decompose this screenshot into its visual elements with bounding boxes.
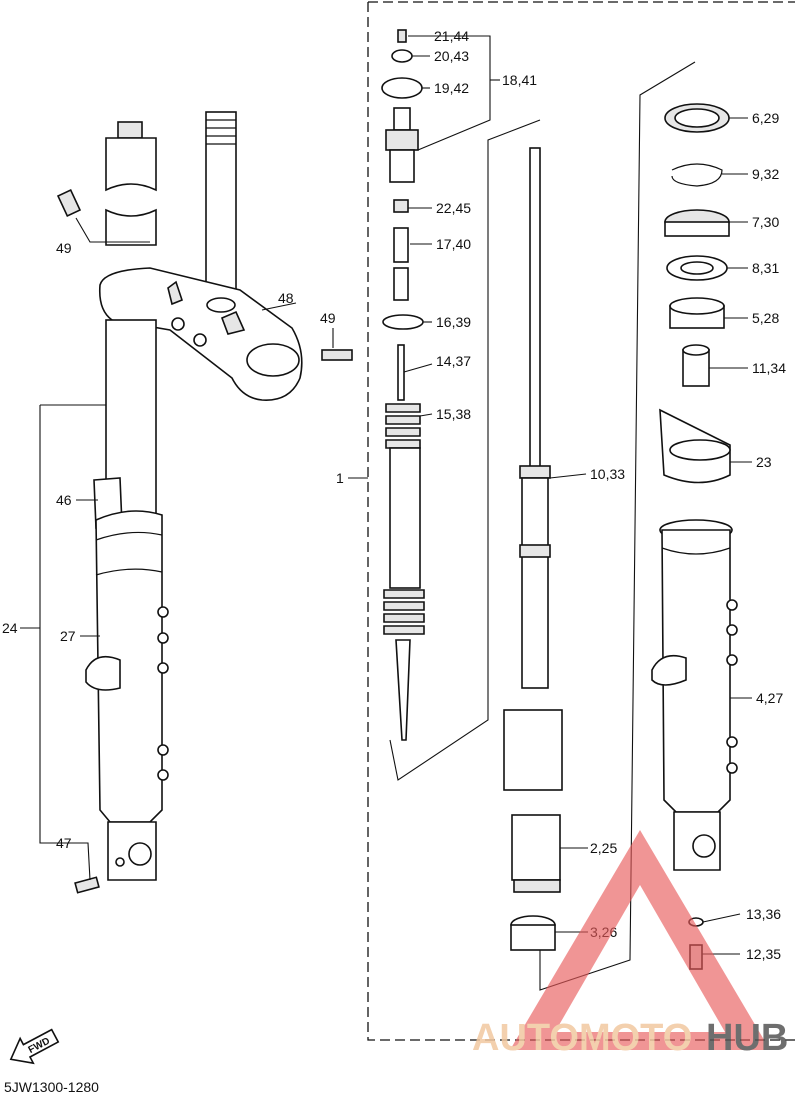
callout-12-35: 12,35 xyxy=(746,946,781,962)
damper-column xyxy=(381,29,541,781)
callout-17-40: 17,40 xyxy=(436,236,471,252)
watermark-triangle-icon xyxy=(510,830,770,1050)
callout-8-31: 8,31 xyxy=(752,260,779,276)
right-leaders xyxy=(702,117,752,955)
diagram-code: 5JW1300-1280 xyxy=(4,1079,99,1095)
callout-7-30: 7,30 xyxy=(752,214,779,230)
watermark-word-hub: HUB xyxy=(706,1017,788,1059)
callout-46: 46 xyxy=(56,492,72,508)
callout-5-28: 5,28 xyxy=(752,310,779,326)
callout-1: 1 xyxy=(336,470,344,486)
fwd-label: FWD xyxy=(27,1036,52,1056)
callout-23: 23 xyxy=(756,454,772,470)
damper-rod xyxy=(503,147,563,951)
callout-10-33: 10,33 xyxy=(590,466,625,482)
left-leaders xyxy=(20,217,334,881)
callout-4-27: 4,27 xyxy=(756,690,783,706)
forward-arrow: FWD xyxy=(9,1028,60,1065)
callout-21-44: 21,44 xyxy=(434,28,469,44)
callout-27: 27 xyxy=(60,628,76,644)
outer-tube-column xyxy=(651,103,738,970)
callout-20-43: 20,43 xyxy=(434,48,469,64)
callout-18-41: 18,41 xyxy=(502,72,537,88)
callout-24: 24 xyxy=(2,620,18,636)
callout-15-38: 15,38 xyxy=(436,406,471,422)
watermark-logo: AUTOMOTO HUB xyxy=(472,830,788,1059)
callout-49-lower: 49 xyxy=(320,310,336,326)
callout-14-37: 14,37 xyxy=(436,353,471,369)
callout-19-42: 19,42 xyxy=(434,80,469,96)
callout-11-34: 11,34 xyxy=(752,360,786,376)
callout-49-upper: 49 xyxy=(56,240,72,256)
center-leaders xyxy=(348,35,696,991)
callout-22-45: 22,45 xyxy=(436,200,471,216)
watermark-word-automoto: AUTOMOTO xyxy=(472,1017,692,1059)
assembled-fork-left xyxy=(56,111,353,894)
callout-13-36: 13,36 xyxy=(746,906,781,922)
callout-47: 47 xyxy=(56,835,72,851)
callout-2-25: 2,25 xyxy=(590,840,617,856)
callout-16-39: 16,39 xyxy=(436,314,471,330)
callout-6-29: 6,29 xyxy=(752,110,779,126)
callout-9-32: 9,32 xyxy=(752,166,779,182)
callout-48: 48 xyxy=(278,290,294,306)
assembly-boundary xyxy=(367,1,795,1041)
